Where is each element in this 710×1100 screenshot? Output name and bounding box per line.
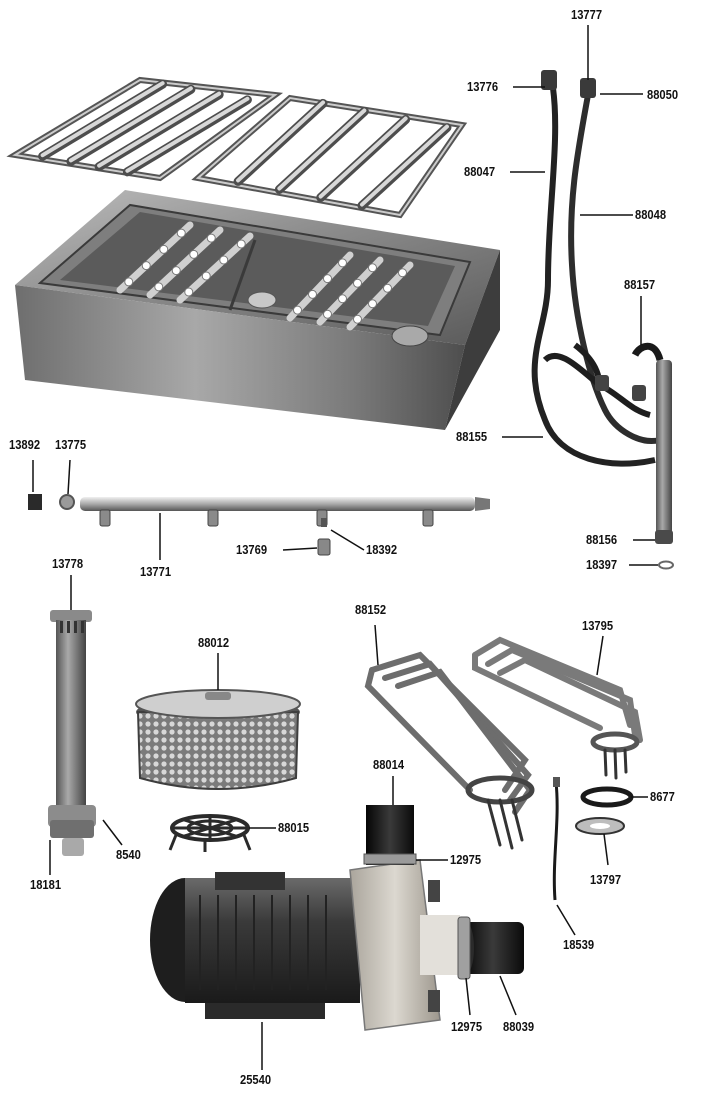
callout-18181: 18181 [30, 877, 62, 892]
callout-13776: 13776 [467, 79, 499, 94]
callout-25540: 25540 [240, 1072, 272, 1087]
callout-88156: 88156 [586, 532, 618, 547]
plug-13775 [59, 494, 75, 510]
spray-arm-rack-left [6, 76, 284, 182]
callout-12975-lower: 12975 [451, 1019, 483, 1034]
wash-arm [28, 494, 490, 556]
callout-88155: 88155 [456, 429, 488, 444]
callout-13769: 13769 [236, 542, 268, 557]
filter-basket [135, 689, 301, 790]
heating-element-88152 [364, 651, 535, 850]
spray-arm-rack-right [191, 94, 468, 219]
gasket-8677 [580, 786, 634, 808]
nozzle-13769 [317, 538, 331, 556]
callout-18397: 18397 [586, 557, 618, 572]
callout-13778: 13778 [52, 556, 84, 571]
callout-88152: 88152 [355, 602, 387, 617]
tank-pump-cap [391, 325, 429, 347]
callout-88048: 88048 [635, 207, 667, 222]
arm-nozzle [207, 509, 219, 527]
callout-88157: 88157 [624, 277, 656, 292]
callout-13777: 13777 [571, 7, 603, 22]
callout-88014: 88014 [373, 757, 405, 772]
pump-outlet-hose-88039 [457, 916, 524, 980]
callout-88015: 88015 [278, 820, 310, 835]
callout-13795: 13795 [582, 618, 614, 633]
callout-88012: 88012 [198, 635, 230, 650]
callout-88039: 88039 [503, 1019, 535, 1034]
pump-motor [150, 872, 360, 1019]
hose-clamp-12975-upper [363, 853, 417, 865]
hose-clamp-12975-lower [457, 916, 471, 980]
supply-hoses [531, 70, 661, 467]
pump-housing [349, 859, 460, 1031]
nozzle-18392 [321, 518, 327, 527]
callout-12975-upper: 12975 [450, 852, 482, 867]
pump-inlet-hose-88014 [363, 805, 417, 865]
leader-lines [32, 25, 658, 1070]
gasket-13797 [575, 817, 625, 835]
washer-18397 [658, 560, 674, 570]
callout-88047: 88047 [464, 164, 496, 179]
callout-13775: 13775 [55, 437, 87, 452]
callout-88050: 88050 [647, 87, 679, 102]
callout-13892: 13892 [9, 437, 41, 452]
arm-nozzle [99, 509, 111, 527]
sensor-cable-18539 [552, 777, 560, 901]
overflow-tube [48, 610, 96, 856]
tank-spray-arms [116, 221, 429, 347]
callout-8677: 8677 [650, 789, 675, 804]
filter-grid [168, 814, 252, 852]
callout-13771: 13771 [140, 564, 172, 579]
heating-element-13795 [472, 636, 643, 780]
callout-13797: 13797 [590, 872, 622, 887]
tank-filter-cap [247, 291, 277, 309]
callout-18539: 18539 [563, 937, 595, 952]
manifold-pipe [631, 342, 674, 570]
callout-8540: 8540 [116, 847, 141, 862]
arm-nozzle [422, 509, 434, 527]
wash-tank [15, 190, 500, 430]
callout-18392: 18392 [366, 542, 398, 557]
end-cap-13892 [28, 494, 42, 510]
